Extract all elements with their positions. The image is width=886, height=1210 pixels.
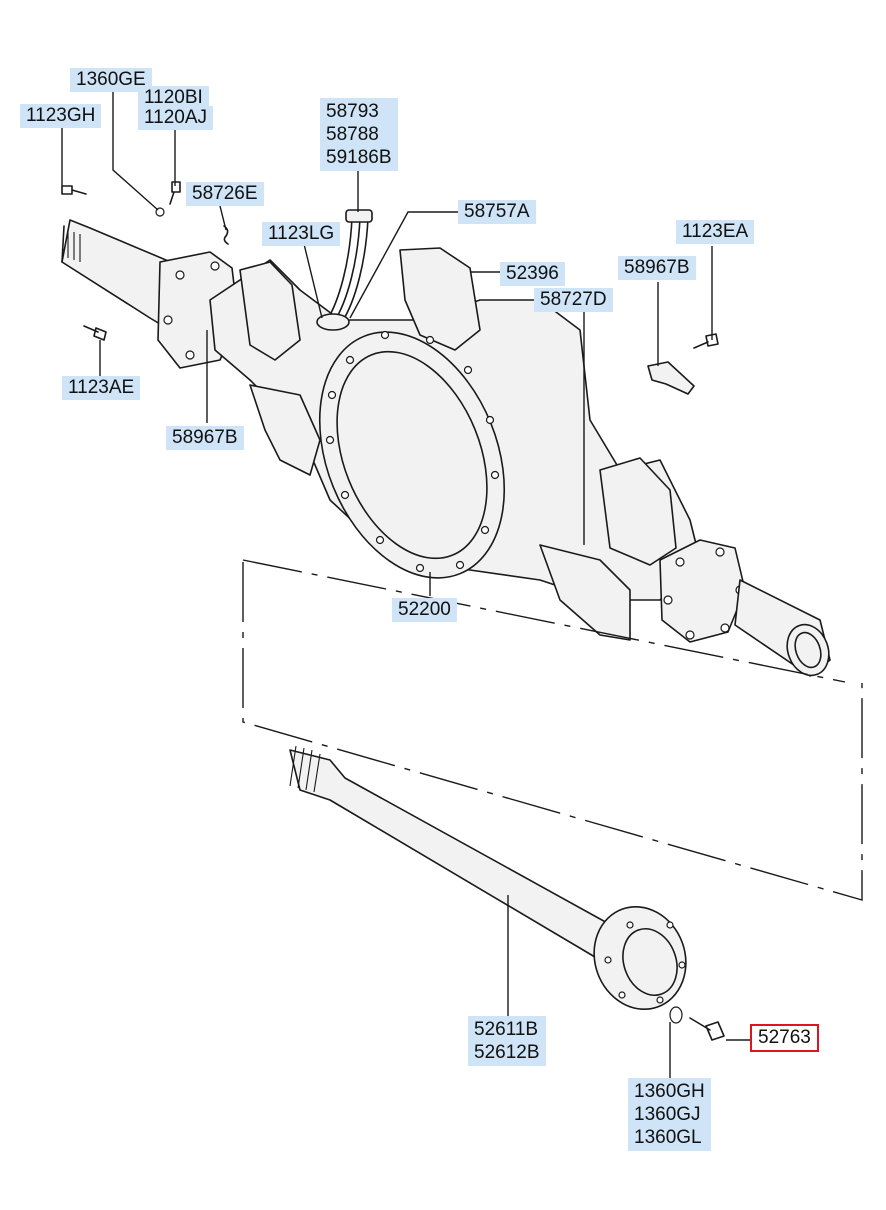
- bolt-1123EA: [693, 333, 719, 349]
- bolt-52763: [689, 1017, 725, 1041]
- label-52396[interactable]: 52396: [500, 262, 565, 286]
- label-58793[interactable]: 58793: [326, 101, 379, 122]
- label-group-58793: 58793 58788 59186B: [320, 98, 398, 171]
- label-1123GH[interactable]: 1123GH: [20, 104, 102, 128]
- label-58967B-left[interactable]: 58967B: [166, 426, 244, 450]
- label-52611B[interactable]: 52611B: [474, 1019, 539, 1040]
- clip-58726E: [223, 225, 229, 245]
- bolt-1123GH: [61, 185, 87, 195]
- label-1360GL[interactable]: 1360GL: [634, 1127, 702, 1148]
- washer-1360GH: [669, 1006, 683, 1024]
- label-52200[interactable]: 52200: [392, 598, 457, 622]
- label-58757A[interactable]: 58757A: [458, 200, 536, 224]
- label-58727D[interactable]: 58727D: [534, 288, 613, 312]
- assembly-outline: [242, 559, 863, 901]
- label-1123EA[interactable]: 1123EA: [676, 220, 755, 244]
- label-group-52611B: 52611B 52612B: [468, 1016, 546, 1066]
- axle-shaft-52611B: [289, 745, 687, 1011]
- label-1360GH[interactable]: 1360GH: [634, 1081, 705, 1102]
- label-58726E[interactable]: 58726E: [186, 182, 264, 206]
- label-1123LG[interactable]: 1123LG: [262, 222, 341, 246]
- bracket-58967B: [647, 361, 695, 395]
- label-1360GJ[interactable]: 1360GJ: [634, 1104, 701, 1125]
- label-58967B-right[interactable]: 58967B: [618, 256, 696, 280]
- label-52763-selected[interactable]: 52763: [750, 1024, 819, 1052]
- label-59186B[interactable]: 59186B: [326, 147, 392, 168]
- axle-housing-52200: [61, 209, 831, 677]
- bolt-1123AE: [83, 325, 107, 341]
- bolt-1120AJ: [169, 181, 181, 205]
- leader-lines: [61, 86, 756, 1080]
- label-58788[interactable]: 58788: [326, 124, 379, 145]
- label-1120AJ[interactable]: 1120AJ: [138, 106, 214, 130]
- label-52612B[interactable]: 52612B: [474, 1042, 540, 1063]
- label-group-1360GH: 1360GH 1360GJ 1360GL: [628, 1078, 711, 1151]
- label-1123AE[interactable]: 1123AE: [62, 376, 141, 400]
- label-1360GE[interactable]: 1360GE: [70, 68, 152, 92]
